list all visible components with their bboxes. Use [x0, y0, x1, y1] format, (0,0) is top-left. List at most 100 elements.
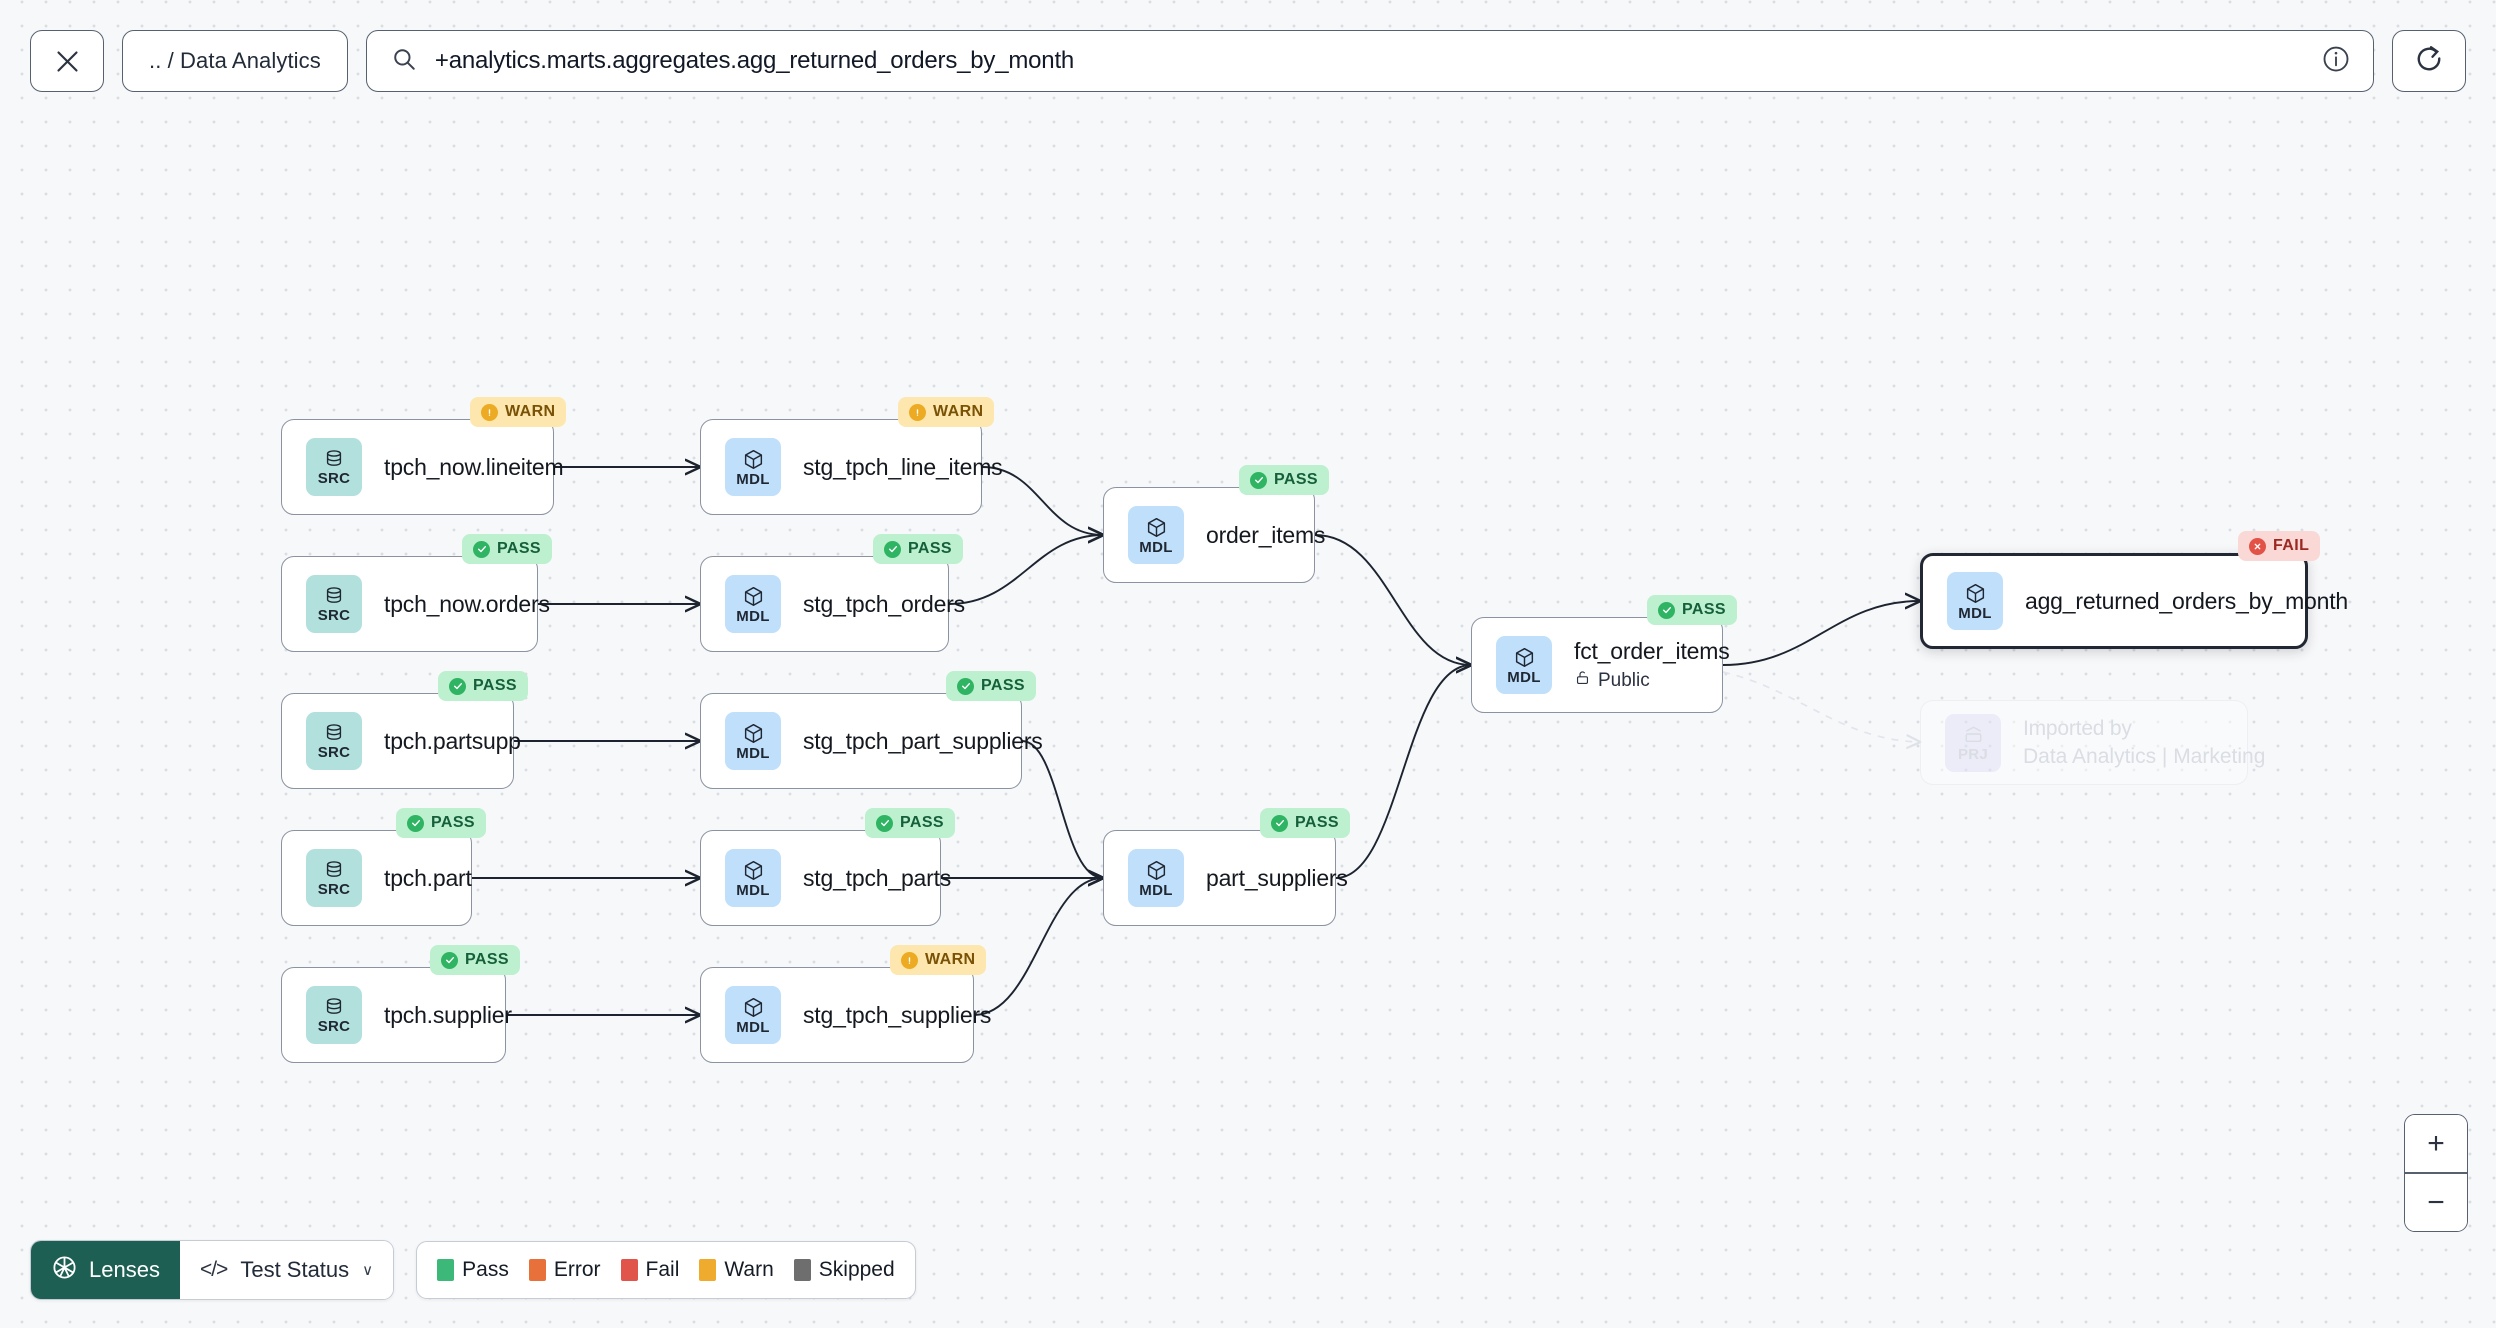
node-kind-badge: PRJ [1945, 713, 2001, 772]
database-icon [323, 585, 345, 607]
zoom-divider [2405, 1172, 2467, 1174]
status-badge-label: PASS [981, 677, 1025, 694]
node-kind-badge: SRC [306, 438, 362, 496]
status-badge-stg_tpch_parts: PASS [865, 808, 955, 838]
node-text: tpch_now.lineitem [384, 453, 564, 481]
status-badge-stg_tpch_suppliers: WARN [890, 945, 987, 975]
node-text: tpch.part [384, 865, 472, 892]
zoom-out-button[interactable]: − [2405, 1174, 2467, 1231]
zoom-in-button[interactable]: + [2405, 1115, 2467, 1173]
status-badge-label: PASS [908, 540, 952, 557]
node-kind-label: SRC [317, 607, 351, 624]
lenses-button[interactable]: Lenses [31, 1241, 180, 1299]
node-kind-badge: MDL [725, 849, 781, 907]
node-text: agg_returned_orders_by_month [2025, 588, 2348, 615]
lineage-node-stg_tpch_suppliers[interactable]: MDL stg_tpch_suppliers [700, 967, 991, 1063]
legend-swatch-icon [437, 1259, 455, 1281]
chevron-down-icon: ∨ [362, 1262, 374, 1279]
legend-item-warn[interactable]: Warn [699, 1258, 774, 1282]
status-dot-icon [2249, 537, 2266, 555]
close-icon [54, 48, 81, 75]
node-kind-badge: SRC [306, 712, 362, 770]
close-button[interactable] [30, 30, 104, 92]
refresh-icon [2414, 44, 2444, 79]
status-dot-icon [441, 951, 458, 969]
status-dot-icon [481, 403, 498, 421]
status-dot-icon [876, 814, 893, 832]
node-title: tpch_now.lineitem [384, 453, 564, 480]
node-subtitle-text: Public [1598, 669, 1650, 691]
cube-icon [1145, 859, 1168, 882]
status-dot-icon [909, 403, 926, 421]
node-kind-label: MDL [736, 470, 770, 488]
status-badge-label: PASS [900, 814, 944, 831]
status-badge-stg_tpch_part_suppliers: PASS [946, 671, 1036, 701]
status-badge-label: WARN [925, 951, 976, 968]
breadcrumb[interactable]: .. / Data Analytics [122, 30, 348, 92]
node-kind-badge: MDL [725, 438, 781, 496]
status-dot-icon [1250, 471, 1267, 489]
search-bar[interactable]: +analytics.marts.aggregates.agg_returned… [365, 30, 2374, 92]
status-badge-tpch_now_lineitem: WARN [470, 397, 567, 427]
status-badge-agg_returned_orders: FAIL [2238, 531, 2321, 561]
node-kind-badge: SRC [306, 575, 362, 633]
lineage-node-part_suppliers[interactable]: MDL part_suppliers [1103, 830, 1348, 926]
status-badge-label: PASS [1682, 601, 1726, 618]
lineage-node-tpch_part[interactable]: SRC tpch.part [281, 830, 472, 926]
status-badge-label: PASS [473, 677, 517, 694]
node-kind-badge: SRC [306, 849, 362, 907]
refresh-button[interactable] [2392, 30, 2466, 92]
node-title: Imported by [2023, 716, 2132, 740]
node-kind-label: MDL [736, 881, 770, 899]
node-title: part_suppliers [1206, 864, 1348, 891]
legend-swatch-icon [620, 1259, 638, 1281]
node-text: order_items [1206, 522, 1325, 549]
lineage-node-agg_returned_orders[interactable]: MDL agg_returned_orders_by_month [1920, 553, 2348, 649]
node-kind-label: PRJ [1957, 746, 1989, 763]
test-status-dropdown[interactable]: </> Test Status ∨ [179, 1241, 394, 1299]
status-badge-part_suppliers: PASS [1260, 808, 1350, 838]
legend-label: Skipped [818, 1258, 895, 1281]
node-text: stg_tpch_suppliers [803, 1002, 991, 1029]
status-badge-order_items: PASS [1239, 465, 1329, 495]
legend-item-error[interactable]: Error [528, 1258, 601, 1282]
status-legend: Pass Error Fail Warn Skipped [416, 1241, 916, 1299]
legend-swatch-icon [528, 1259, 546, 1281]
status-dot-icon [449, 677, 466, 695]
node-kind-badge: MDL [1128, 849, 1184, 907]
status-dot-icon [901, 951, 918, 969]
database-icon [323, 996, 345, 1018]
search-input[interactable]: +analytics.marts.aggregates.agg_returned… [434, 47, 1075, 74]
cube-icon [742, 448, 765, 471]
legend-item-fail[interactable]: Fail [620, 1258, 679, 1282]
node-title: agg_returned_orders_by_month [2025, 587, 2349, 614]
node-kind-badge: MDL [1496, 636, 1552, 694]
node-text: stg_tpch_parts [803, 865, 951, 892]
node-kind-label: MDL [1958, 604, 1992, 622]
top-toolbar: .. / Data Analytics +analytics.marts.agg… [0, 0, 2496, 122]
node-kind-badge: MDL [725, 986, 781, 1044]
status-dot-icon [473, 540, 490, 558]
lineage-node-stg_tpch_parts[interactable]: MDL stg_tpch_parts [700, 830, 951, 926]
legend-item-pass[interactable]: Pass [437, 1258, 509, 1282]
lenses-label: Lenses [89, 1257, 160, 1282]
legend-item-skipped[interactable]: Skipped [793, 1258, 895, 1282]
node-kind-label: MDL [736, 744, 770, 762]
info-icon[interactable] [2321, 44, 2351, 79]
status-badge-tpch_now_orders: PASS [462, 534, 552, 564]
lineage-node-tpch_now_lineitem[interactable]: SRC tpch_now.lineitem [281, 419, 564, 515]
status-badge-stg_tpch_orders: PASS [873, 534, 963, 564]
